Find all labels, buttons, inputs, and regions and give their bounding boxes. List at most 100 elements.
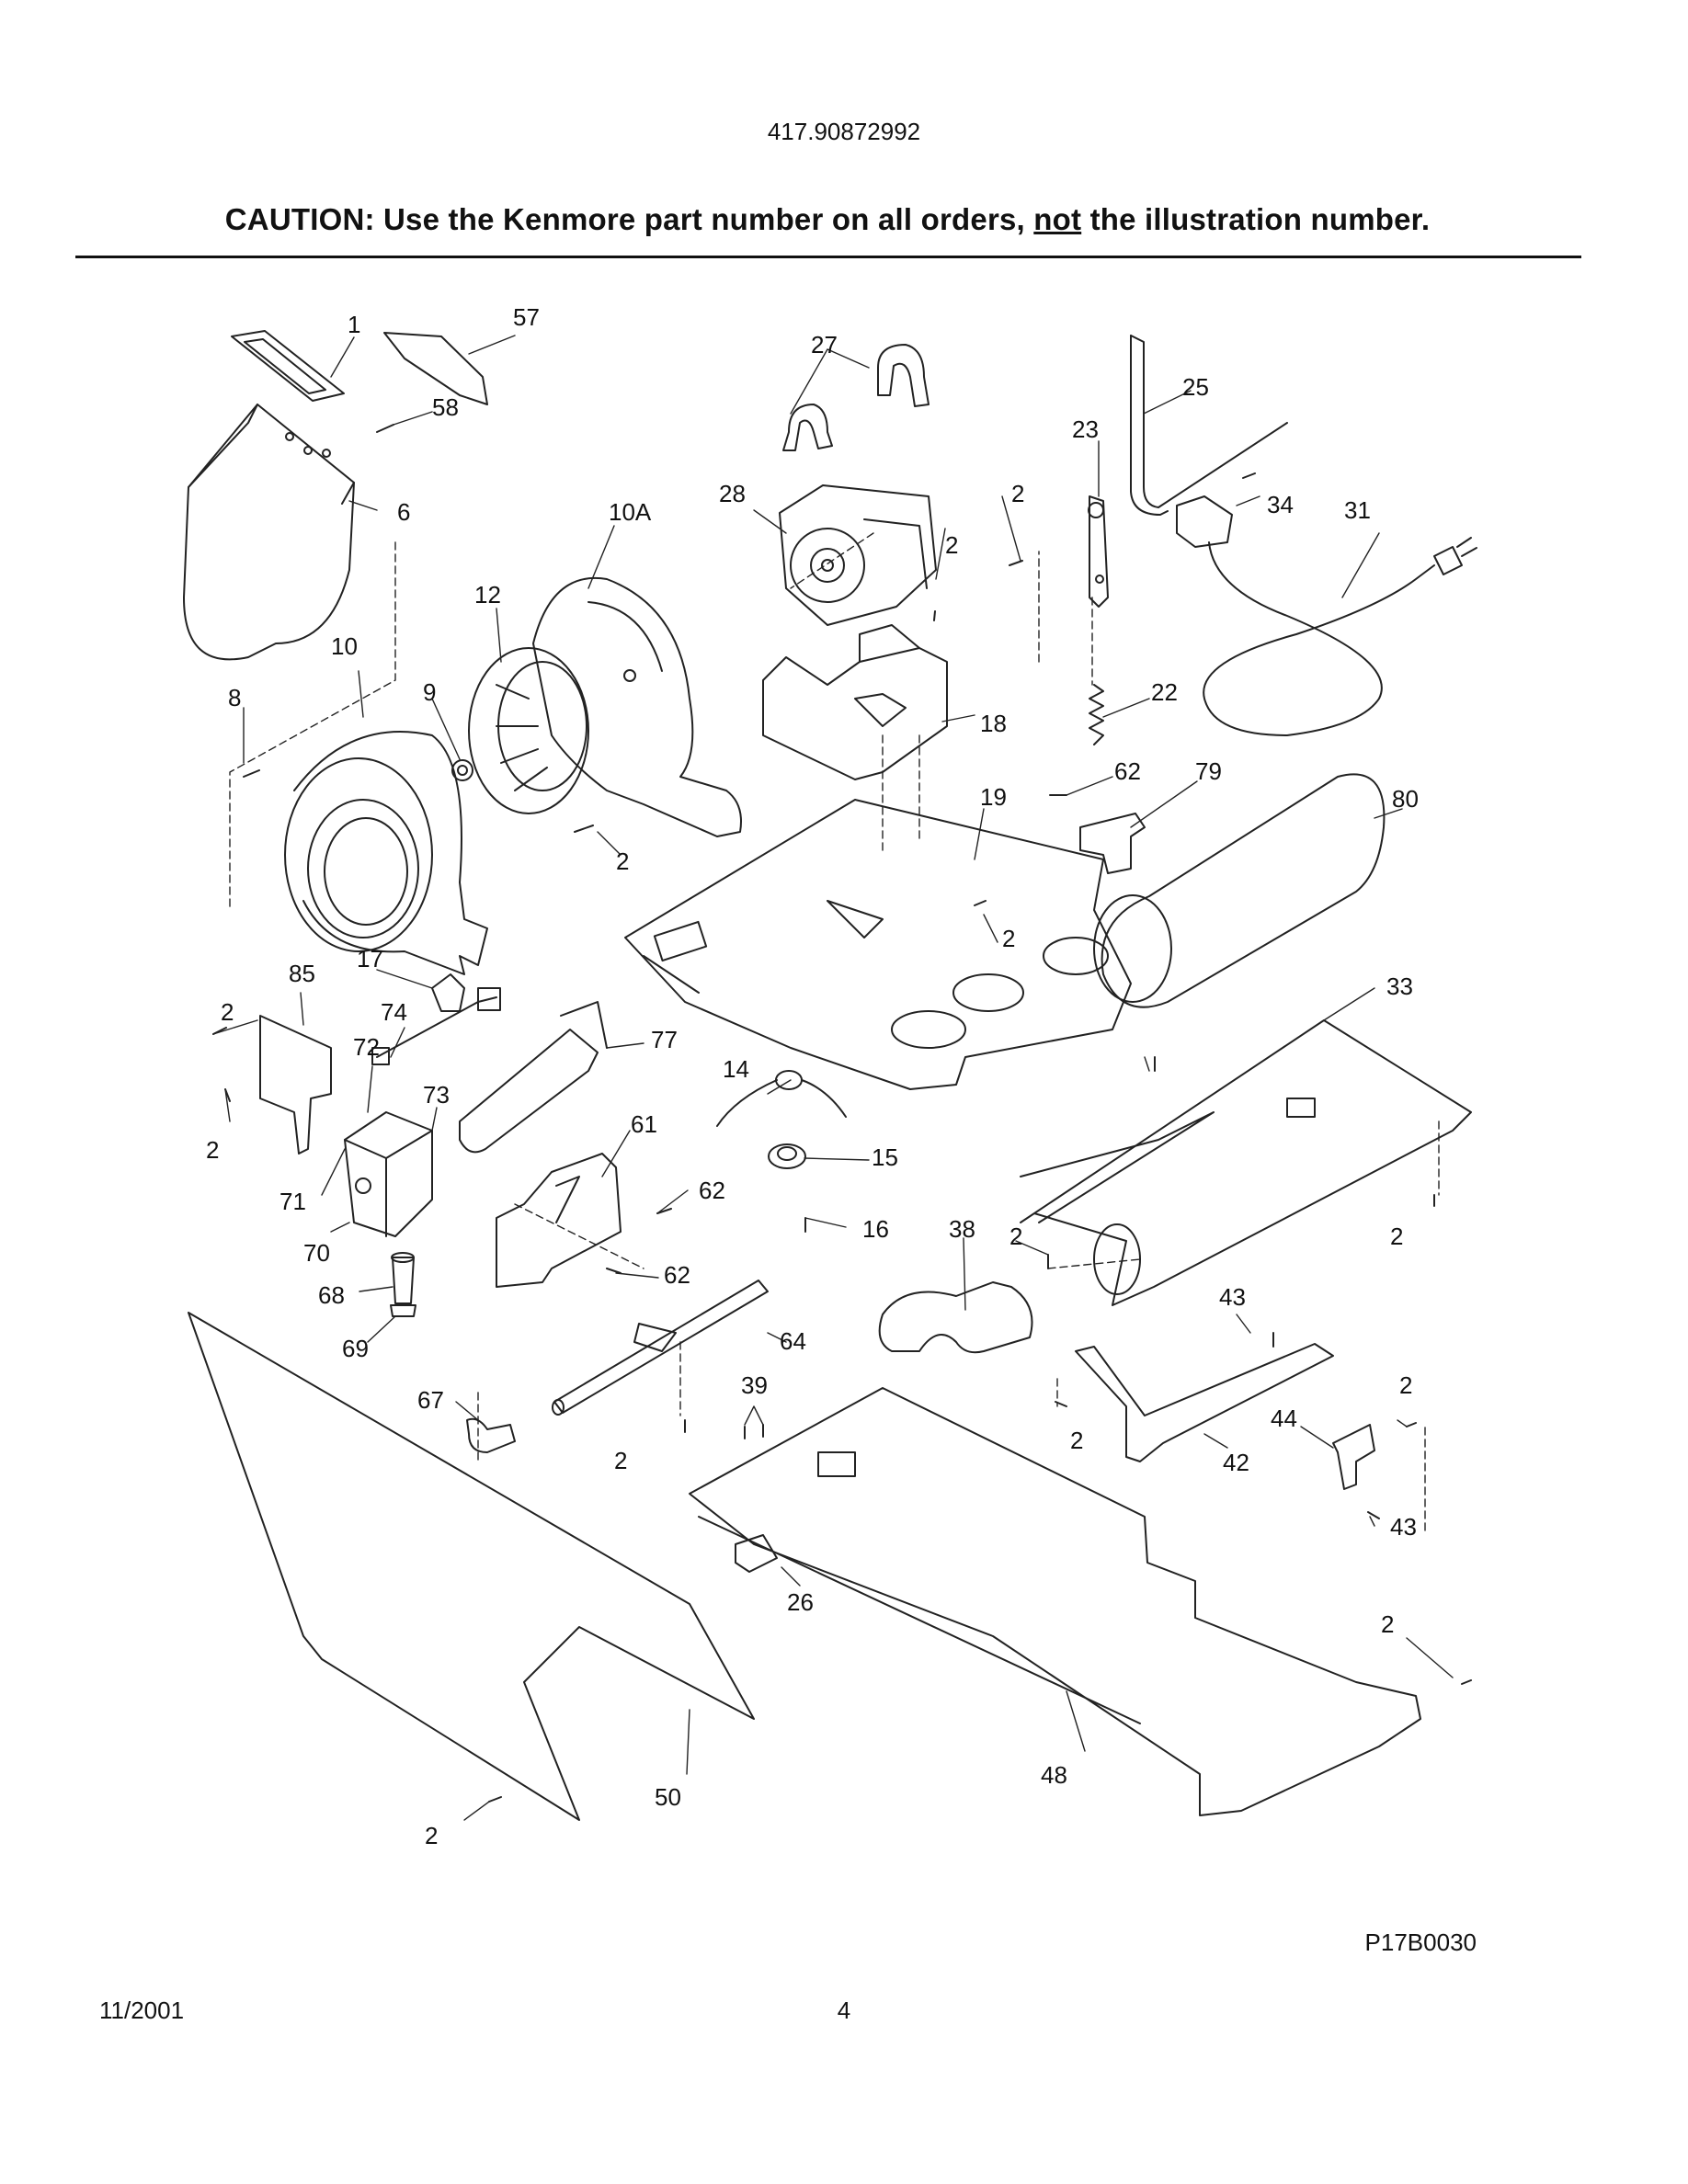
callout-70: 70 xyxy=(303,1239,330,1267)
part-motor-mount xyxy=(762,624,948,780)
caution-text: CAUTION: Use the Kenmore part number on … xyxy=(224,202,1034,236)
callout-67: 67 xyxy=(417,1386,444,1414)
part-gasket xyxy=(451,759,473,781)
part-base xyxy=(689,1387,1421,1816)
callout-62-a: 62 xyxy=(1114,757,1141,785)
callout-10A: 10A xyxy=(609,498,652,526)
callout-12: 12 xyxy=(474,581,501,609)
part-gas-valve xyxy=(344,1111,433,1237)
screw-set xyxy=(212,424,1472,1803)
callout-33: 33 xyxy=(1386,973,1413,1000)
callout-15: 15 xyxy=(872,1143,898,1171)
part-lint-vent xyxy=(231,330,345,402)
header-rule xyxy=(75,256,1581,258)
part-burner-nozzle xyxy=(390,1252,416,1317)
part-motor-clamps xyxy=(782,344,930,451)
callout-2-j: 2 xyxy=(1070,1427,1083,1454)
part-idler-arm xyxy=(1088,495,1109,608)
part-elbow-fitting xyxy=(466,1417,516,1453)
callout-77: 77 xyxy=(651,1026,678,1053)
callout-2-g: 2 xyxy=(1009,1223,1022,1250)
callout-2-f: 2 xyxy=(206,1136,219,1164)
callout-43-b: 43 xyxy=(1390,1513,1417,1541)
part-igniter xyxy=(371,987,501,1065)
callout-57: 57 xyxy=(513,303,540,331)
part-gasket-hole xyxy=(457,765,468,776)
callout-58: 58 xyxy=(432,393,459,421)
part-motor xyxy=(779,484,937,626)
part-rod xyxy=(552,1280,769,1416)
part-heater xyxy=(1093,773,1386,1008)
callout-8: 8 xyxy=(228,684,241,711)
callout-labels: 1 57 58 6 10A 12 10 9 8 2 27 28 2 2 25 2… xyxy=(206,303,1419,1849)
part-side-panel xyxy=(188,1312,755,1821)
part-pad xyxy=(735,1534,778,1573)
part-thermostat-bracket xyxy=(1079,813,1146,874)
callout-2-e: 2 xyxy=(221,998,234,1026)
part-igniter-clip xyxy=(431,973,465,1012)
callout-26: 26 xyxy=(787,1588,814,1616)
callout-2-l: 2 xyxy=(1381,1610,1394,1638)
callout-69: 69 xyxy=(342,1335,369,1362)
part-thermostat xyxy=(768,1143,806,1169)
part-drum-support xyxy=(1130,335,1288,516)
part-power-cord xyxy=(1203,537,1477,736)
callout-61: 61 xyxy=(631,1110,657,1138)
part-burner-tube xyxy=(459,1001,608,1154)
callout-2-h: 2 xyxy=(1390,1223,1403,1250)
callout-31: 31 xyxy=(1344,496,1371,524)
leader-lines xyxy=(229,532,1440,1531)
callout-9: 9 xyxy=(423,678,436,706)
callout-71: 71 xyxy=(279,1188,306,1215)
callout-43-a: 43 xyxy=(1219,1283,1246,1311)
part-bracket-57 xyxy=(383,332,488,405)
callout-14: 14 xyxy=(723,1055,749,1083)
caution-emphasis: not xyxy=(1033,202,1082,236)
part-blower-housing xyxy=(284,731,488,975)
callout-72: 72 xyxy=(353,1033,380,1061)
callout-39: 39 xyxy=(741,1371,768,1399)
part-blower-back xyxy=(532,576,742,837)
callout-50: 50 xyxy=(655,1783,681,1811)
callout-42: 42 xyxy=(1223,1449,1249,1476)
callout-19: 19 xyxy=(980,783,1007,811)
part-thermistor xyxy=(716,1070,847,1127)
callout-22: 22 xyxy=(1151,678,1178,706)
leader-solid xyxy=(212,335,1454,1821)
callout-18: 18 xyxy=(980,710,1007,737)
callout-80: 80 xyxy=(1392,785,1419,813)
callout-2-b: 2 xyxy=(1011,480,1024,507)
callout-2-m: 2 xyxy=(425,1822,438,1849)
part-vent-elbow xyxy=(878,1281,1033,1354)
callout-79: 79 xyxy=(1195,757,1222,785)
part-idler-spring xyxy=(1089,684,1104,745)
caution-banner: CAUTION: Use the Kenmore part number on … xyxy=(74,202,1581,237)
callout-2-i: 2 xyxy=(1399,1371,1412,1399)
callout-23: 23 xyxy=(1072,415,1099,443)
callout-2-a: 2 xyxy=(616,847,629,875)
part-heater-bracket xyxy=(496,1153,622,1288)
callout-74: 74 xyxy=(381,998,407,1026)
callout-73: 73 xyxy=(423,1081,450,1109)
part-door-switch xyxy=(1176,495,1233,548)
model-number: 417.90872992 xyxy=(767,118,921,145)
revision-date: 11/2001 xyxy=(99,1996,185,2024)
callout-2-k: 2 xyxy=(614,1447,627,1474)
callout-10: 10 xyxy=(331,632,358,660)
drawing-code: P17B0030 xyxy=(1364,1928,1477,1956)
callout-64: 64 xyxy=(780,1327,806,1355)
part-bracket-44 xyxy=(1332,1424,1375,1490)
callout-44: 44 xyxy=(1271,1405,1297,1432)
callout-17: 17 xyxy=(357,945,383,973)
callout-85: 85 xyxy=(289,960,315,987)
callout-38: 38 xyxy=(949,1215,975,1243)
callout-16: 16 xyxy=(862,1215,889,1243)
callout-62-b: 62 xyxy=(699,1177,725,1204)
callout-48: 48 xyxy=(1041,1761,1067,1789)
callout-68: 68 xyxy=(318,1281,345,1309)
part-duct xyxy=(183,404,355,661)
part-heater-cover xyxy=(1020,1019,1472,1306)
callout-25: 25 xyxy=(1182,373,1209,401)
callout-2-c: 2 xyxy=(945,531,958,559)
callout-62-c: 62 xyxy=(664,1261,690,1289)
